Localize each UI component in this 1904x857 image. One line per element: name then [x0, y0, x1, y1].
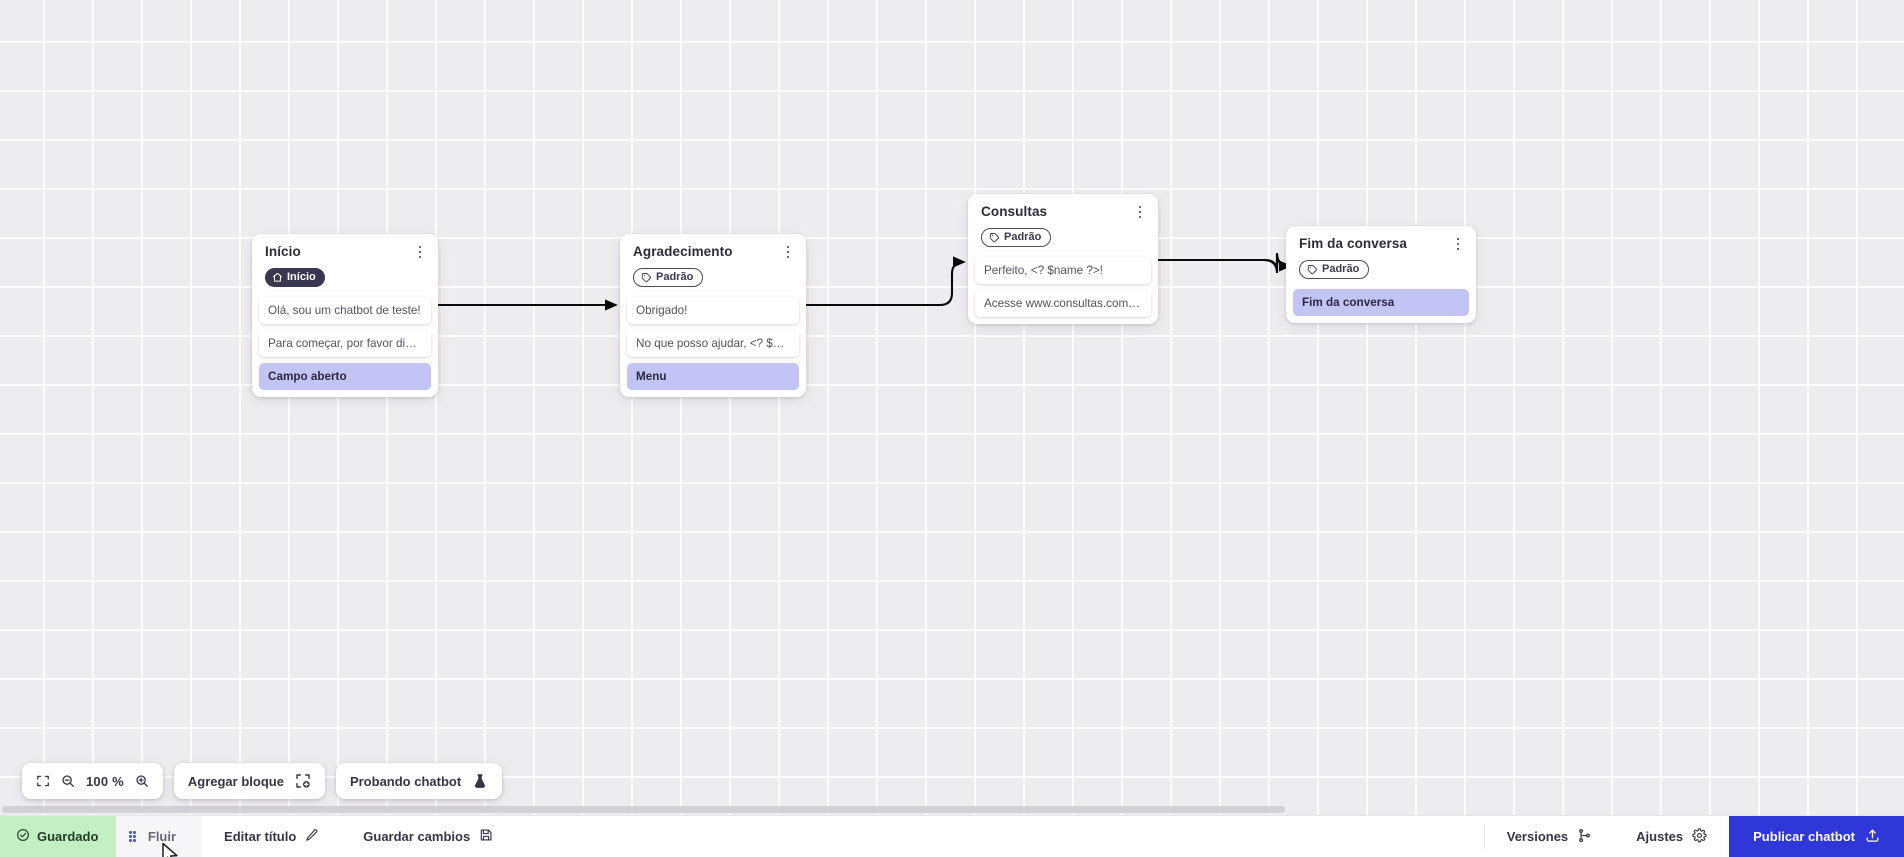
message-bubble-accent[interactable]: Fim da conversa: [1293, 288, 1469, 317]
node-header: Início Início: [252, 234, 438, 297]
node-header: Consultas Padrão: [968, 194, 1158, 257]
scrollbar-thumb[interactable]: [2, 806, 1285, 813]
node-badge-default[interactable]: Padrão: [981, 227, 1052, 247]
edge-consultas-to-fim-main: [1157, 252, 1292, 274]
gear-icon: [1692, 827, 1707, 846]
message-bubble[interactable]: No que posso ajudar, <? $name ...: [627, 330, 799, 358]
bottom-toolbar: Guardado Fluir Editar título Guardar cam…: [0, 815, 1904, 857]
saved-status-badge: Guardado: [0, 816, 117, 857]
node-messages: Olá, sou um chatbot de teste! Para começ…: [252, 296, 438, 398]
bottom-bar-divider: [1483, 824, 1485, 849]
settings-label: Ajustes: [1636, 829, 1684, 844]
node-badge-label: Padrão: [656, 270, 694, 283]
save-changes-button[interactable]: Guardar cambios: [341, 816, 515, 857]
pencil-icon: [305, 828, 319, 845]
node-title: Início: [265, 244, 301, 259]
publish-label: Publicar chatbot: [1753, 829, 1855, 844]
versions-button[interactable]: Versiones: [1485, 816, 1614, 857]
saved-label: Guardado: [37, 829, 99, 844]
edit-title-button[interactable]: Editar título: [202, 816, 341, 857]
message-bubble[interactable]: Perfeito, <? $name ?>!: [975, 256, 1151, 285]
message-bubble[interactable]: Acesse www.consultas.com par...: [975, 290, 1151, 318]
node-badge-start[interactable]: Início: [265, 267, 325, 287]
message-bubble[interactable]: Obrigado!: [627, 296, 799, 325]
node-menu-button[interactable]: [781, 243, 795, 261]
tag-icon: [989, 232, 1000, 243]
tab-fluir[interactable]: Fluir: [116, 816, 203, 857]
test-chatbot-button[interactable]: Probando chatbot: [335, 763, 503, 799]
zoom-out-icon[interactable]: [61, 774, 75, 788]
test-chatbot-label: Probando chatbot: [349, 773, 462, 789]
node-badge-label: Início: [287, 270, 316, 283]
add-block-button[interactable]: Agregar bloque: [173, 763, 325, 799]
connector-edges: [438, 252, 1292, 311]
message-bubble-accent[interactable]: Menu: [627, 363, 799, 391]
branch-icon: [1577, 828, 1592, 846]
node-agradecimento[interactable]: Agradecimento Padrão Obrigado! No que po…: [620, 234, 806, 398]
horizontal-scrollbar[interactable]: [0, 803, 1904, 815]
node-badge-label: Padrão: [1004, 230, 1042, 243]
message-bubble[interactable]: Para começar, por favor digite o ...: [259, 330, 431, 358]
home-icon: [272, 272, 283, 283]
bottom-bar-spacer: [515, 816, 1484, 857]
floppy-disk-icon: [479, 828, 493, 845]
versions-label: Versiones: [1506, 829, 1569, 844]
node-badge-default[interactable]: Padrão: [633, 267, 704, 287]
tag-icon: [1307, 264, 1318, 275]
node-badge-label: Padrão: [1322, 262, 1360, 275]
zoom-level-value: 100 %: [86, 773, 124, 789]
node-messages: Obrigado! No que posso ajudar, <? $name …: [620, 296, 806, 398]
save-changes-label: Guardar cambios: [363, 829, 471, 844]
check-circle-icon: [16, 828, 30, 845]
tab-fluir-label: Fluir: [147, 829, 177, 844]
node-consultas[interactable]: Consultas Padrão Perfeito, <? $name ?>! …: [968, 194, 1158, 325]
node-title: Consultas: [981, 204, 1048, 219]
node-fim-da-conversa[interactable]: Fim da conversa Padrão Fim da conversa: [1286, 226, 1476, 324]
upload-icon: [1865, 828, 1880, 846]
edit-title-label: Editar título: [224, 829, 297, 844]
edge-agradecimento-to-consultas: [805, 256, 966, 307]
add-block-icon: [295, 773, 311, 789]
drag-dots-icon[interactable]: [129, 831, 136, 842]
node-header: Agradecimento Padrão: [620, 234, 806, 297]
node-title: Fim da conversa: [1299, 236, 1408, 251]
flask-icon: [472, 773, 488, 789]
flow-canvas[interactable]: Início Início Olá, sou um chatbot de tes…: [0, 0, 1904, 815]
node-menu-button[interactable]: [413, 243, 427, 261]
publish-chatbot-button[interactable]: Publicar chatbot: [1729, 816, 1904, 857]
node-title: Agradecimento: [633, 244, 733, 259]
zoom-controls[interactable]: 100 %: [22, 763, 163, 799]
node-messages: Fim da conversa: [1286, 288, 1476, 323]
edge-consultas-to-fim: [1157, 253, 1290, 273]
message-bubble[interactable]: Olá, sou um chatbot de teste!: [259, 296, 431, 325]
canvas-toolbar: 100 % Agregar bloque Probando chatbot: [22, 763, 503, 799]
zoom-in-icon[interactable]: [135, 774, 149, 788]
node-badge-default[interactable]: Padrão: [1299, 259, 1370, 279]
tag-icon: [641, 272, 652, 283]
node-header: Fim da conversa Padrão: [1286, 226, 1476, 289]
message-bubble-accent[interactable]: Campo aberto: [259, 363, 431, 391]
node-menu-button[interactable]: [1133, 203, 1147, 221]
add-block-label: Agregar bloque: [187, 773, 284, 789]
node-menu-button[interactable]: [1451, 235, 1465, 253]
node-messages: Perfeito, <? $name ?>! Acesse www.consul…: [968, 256, 1158, 324]
node-inicio[interactable]: Início Início Olá, sou um chatbot de tes…: [252, 234, 438, 398]
fit-screen-icon[interactable]: [36, 774, 50, 788]
settings-button[interactable]: Ajustes: [1614, 816, 1729, 857]
